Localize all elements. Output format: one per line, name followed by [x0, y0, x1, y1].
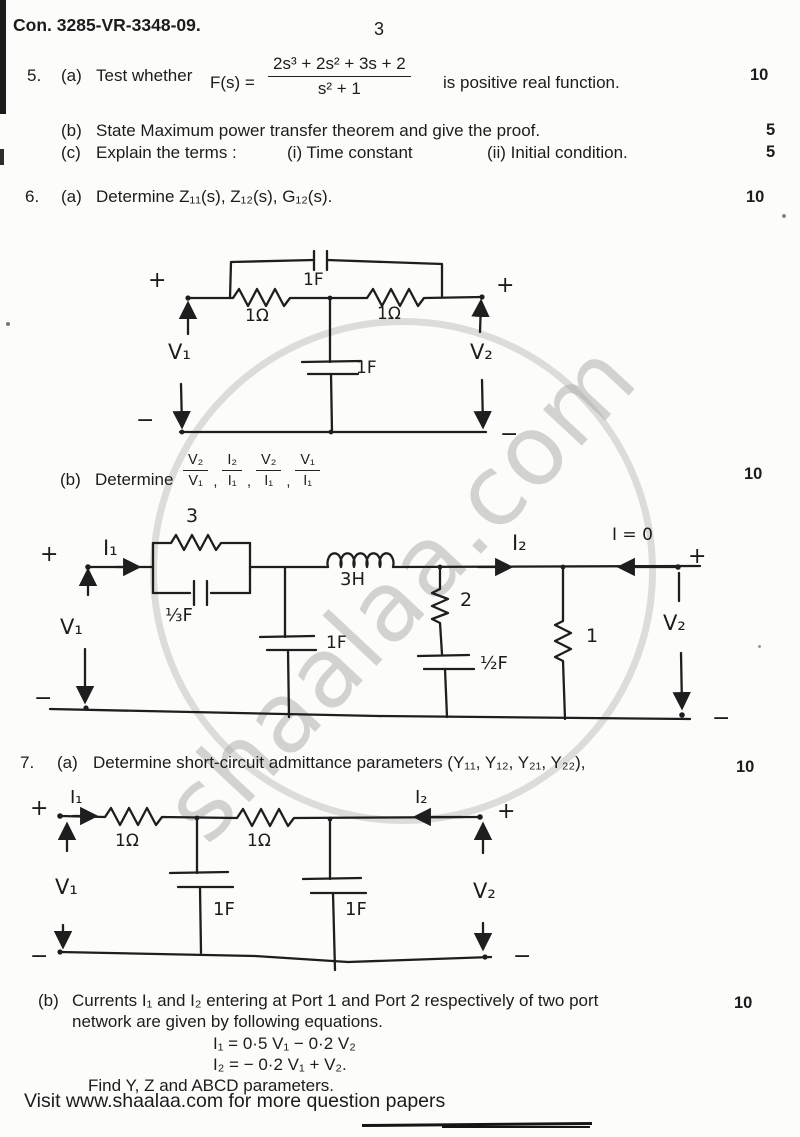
- c1-resistor-left-label: 1Ω: [245, 306, 269, 326]
- q5a-fraction: 2s³ + 2s² + 3s + 2 s² + 1: [268, 54, 411, 99]
- q5a-function: F(s) =: [210, 73, 255, 92]
- q6a-text: Determine Z₁₁(s), Z₁₂(s), G₁₂(s).: [96, 187, 333, 206]
- c1-bridge-capacitor-label: 1F: [303, 270, 324, 290]
- q7b-equation-2: I₂ = − 0·2 V₁ + V₂.: [213, 1055, 347, 1074]
- c1-minus-right: −: [500, 422, 519, 447]
- q5a-marks: 10: [750, 66, 769, 84]
- q5b-marks: 5: [766, 121, 776, 139]
- q7a-text: Determine short-circuit admittance param…: [93, 753, 586, 772]
- scan-speck: [758, 645, 761, 648]
- q6b-ratio-list: V₂ V₁ , I₂ I₁ , V₂ I₁ , V₁ I₁: [183, 452, 320, 490]
- c1-v1-label: V₁: [168, 340, 191, 364]
- c1-plus-left: +: [148, 268, 167, 293]
- q7-number: 7.: [20, 753, 35, 772]
- q5a-tail: is positive real function.: [443, 73, 620, 92]
- q5b-label: (b): [61, 121, 82, 140]
- c3-v2-label: V₂: [473, 879, 496, 903]
- c2-minus-left: −: [34, 686, 53, 711]
- comma: ,: [247, 474, 252, 490]
- c3-plus-left: +: [30, 796, 49, 821]
- circuit-6a-diagram: [172, 249, 492, 435]
- q6a-label: (a): [61, 187, 82, 206]
- paper-code: Con. 3285-VR-3348-09.: [13, 15, 201, 35]
- q7b-line3: Find Y, Z and ABCD parameters.: [88, 1076, 334, 1095]
- c3-v1-label: V₁: [55, 875, 78, 899]
- circuit-6a-bridged-t-network: + V₁ − + V₂ − 1Ω 1Ω 1F 1F: [130, 248, 550, 448]
- c1-shunt-capacitor-label: 1F: [356, 358, 377, 378]
- q5a-fraction-numerator: 2s³ + 2s² + 3s + 2: [268, 54, 411, 77]
- q5a-label: (a): [61, 66, 82, 85]
- c2-i2-label: I₂: [512, 531, 527, 555]
- c1-minus-left: −: [136, 408, 155, 433]
- scan-speck: [782, 214, 786, 218]
- c2-series-capacitor-label: ½F: [480, 653, 508, 674]
- c2-inductor-label: 3H: [340, 569, 365, 590]
- q7a-label: (a): [57, 753, 78, 772]
- scan-artifact-tick: [0, 149, 4, 165]
- c2-shunt-resistor-label: 1: [586, 625, 599, 647]
- q5c-item-i: (i) Time constant: [287, 143, 413, 162]
- q6b-ratio-4: V₁ I₁: [295, 452, 320, 489]
- q6b-label: (b): [60, 470, 81, 489]
- q7b-line2: network are given by following equations…: [72, 1012, 383, 1031]
- c2-parallel-capacitor-label: ⅓F: [165, 605, 193, 626]
- c2-plus-right: +: [688, 544, 707, 569]
- circuit-6b-diagram: [48, 533, 702, 721]
- c3-minus-right: −: [513, 944, 532, 969]
- c2-series-resistor-label: 2: [460, 589, 473, 611]
- end-rule-stroke: [442, 1126, 590, 1128]
- c3-capacitor-right-label: 1F: [345, 899, 367, 920]
- comma: ,: [213, 474, 218, 490]
- scan-artifact-bar: [0, 0, 6, 114]
- q7b-marks: 10: [734, 994, 753, 1012]
- circuit-7a-two-port-network: + I₁ 1Ω 1F 1Ω 1F I₂ + V₁ − V₂ −: [15, 787, 675, 982]
- c1-resistor-right-label: 1Ω: [377, 304, 401, 324]
- q5-number: 5.: [27, 66, 42, 85]
- q6b-marks: 10: [744, 465, 763, 483]
- q7b-label: (b): [38, 991, 59, 1010]
- c2-v1-label: V₁: [60, 615, 83, 639]
- c2-v2-label: V₂: [663, 611, 686, 635]
- q6b-ratio-2: I₂ I₁: [222, 452, 243, 489]
- q5b-text: State Maximum power transfer theorem and…: [96, 121, 541, 140]
- c3-resistor-right-label: 1Ω: [247, 831, 271, 851]
- comma: ,: [286, 474, 291, 490]
- q5c-item-ii: (ii) Initial condition.: [487, 143, 628, 162]
- c2-plus-left: +: [40, 542, 59, 567]
- c1-plus-right: +: [496, 273, 515, 298]
- page-number: 3: [374, 19, 385, 39]
- q7a-marks: 10: [736, 758, 755, 776]
- c3-capacitor-left-label: 1F: [213, 899, 235, 920]
- c3-plus-right: +: [497, 799, 516, 824]
- q7b-line1: Currents I₁ and I₂ entering at Port 1 an…: [72, 991, 599, 1010]
- c3-i1-label: I₁: [70, 787, 83, 808]
- q5a-lead: Test whether: [96, 66, 193, 85]
- c3-minus-left: −: [30, 944, 49, 969]
- c2-i1-label: I₁: [103, 536, 118, 560]
- circuit-6b-ladder-network: + V₁ − I₁ 3 ⅓F 3H 1F 2 ½F 1 I₂ I = 0 + V…: [28, 503, 773, 738]
- c2-minus-right: −: [712, 706, 731, 731]
- q7b-equation-1: I₁ = 0·5 V₁ − 0·2 V₂: [213, 1034, 356, 1053]
- c2-shunt-capacitor-label: 1F: [326, 633, 347, 653]
- q6a-marks: 10: [746, 188, 765, 206]
- q5c-marks: 5: [766, 143, 776, 161]
- c2-parallel-resistor-label: 3: [186, 505, 199, 527]
- scan-speck: [6, 322, 10, 326]
- c2-i-zero-label: I = 0: [612, 525, 653, 545]
- c3-resistor-left-label: 1Ω: [115, 831, 139, 851]
- q5c-label: (c): [61, 143, 81, 162]
- q6-number: 6.: [25, 187, 40, 206]
- c1-v2-label: V₂: [470, 340, 493, 364]
- q6b-ratio-3: V₂ I₁: [256, 452, 282, 489]
- q6b-ratio-1: V₂ V₁: [183, 452, 209, 489]
- c3-i2-label: I₂: [415, 787, 428, 808]
- circuit-7a-diagram: [53, 806, 493, 972]
- q5c-text: Explain the terms :: [96, 143, 237, 162]
- q6b-text: Determine: [95, 470, 174, 489]
- footer-note: Visit www.shaalaa.com for more question …: [24, 1090, 446, 1112]
- q5a-fraction-denominator: s² + 1: [317, 79, 361, 98]
